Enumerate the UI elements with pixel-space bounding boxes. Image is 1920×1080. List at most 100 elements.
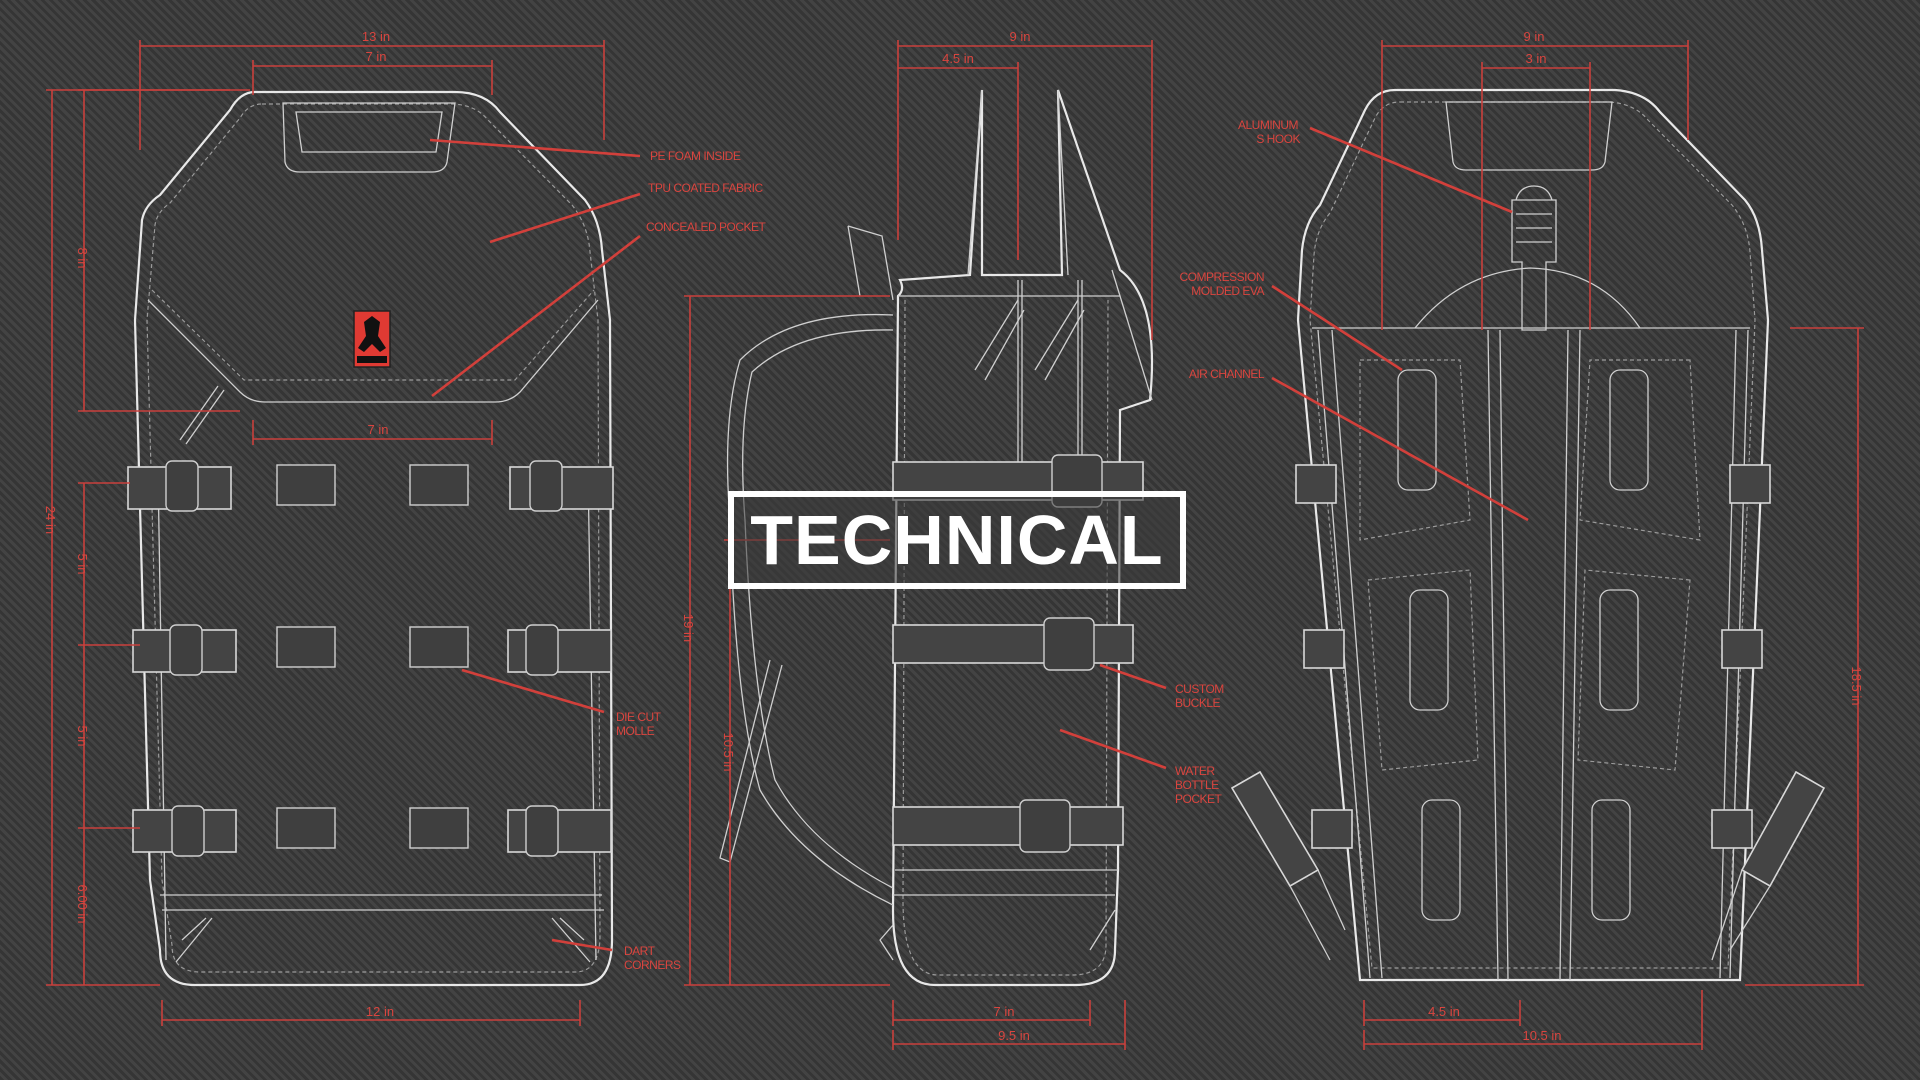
eva-pad xyxy=(1397,369,1437,491)
callout-bottle: BOTTLE xyxy=(1175,778,1219,792)
back-bag-stitching xyxy=(1309,101,1756,969)
page-title: TECHNICAL xyxy=(750,501,1164,579)
callout-air-channel: AIR CHANNEL xyxy=(1189,367,1265,381)
front-buckle-1 xyxy=(165,460,199,512)
side-shoulder-strap xyxy=(726,313,894,906)
front-buckle-5 xyxy=(171,805,205,857)
back-tab xyxy=(1729,464,1771,504)
brand-logo xyxy=(353,310,391,368)
back-strap-webbing xyxy=(1289,869,1771,961)
callout-die-cut: DIE CUT xyxy=(616,710,662,724)
back-callouts: ALUMINUM S HOOK COMPRESSION MOLDED EVA A… xyxy=(1179,118,1529,522)
back-tab xyxy=(1721,629,1763,669)
callout-pe-foam: PE FOAM INSIDE xyxy=(650,149,741,163)
dim-label: 6.00 in xyxy=(75,884,90,923)
front-dimension-labels: 13 in 7 in 7 in 8 in 24 in 5 in 5 in 6.0… xyxy=(43,29,394,1019)
front-zipper-pull xyxy=(179,385,225,445)
molle-loop xyxy=(276,626,336,668)
callout-aluminum: ALUMINUM xyxy=(1238,118,1299,132)
dim-label: 5 in xyxy=(75,726,90,747)
side-shoulder-strap-inner xyxy=(742,329,894,889)
side-strap-tail xyxy=(847,225,894,301)
callout-compression: COMPRESSION xyxy=(1179,270,1264,284)
side-strap-3 xyxy=(892,806,1124,846)
dim-label: 8 in xyxy=(75,248,90,269)
molle-loop xyxy=(409,807,469,849)
side-roll-top-right xyxy=(1057,89,1069,276)
dim-label: 19 in xyxy=(681,614,696,642)
back-dimension-labels: 9 in 3 in 18.5 in 4.5 in 10.5 in xyxy=(1428,29,1864,1043)
side-lower-strap xyxy=(719,659,783,863)
front-dart-left xyxy=(175,917,213,963)
title-box: TECHNICAL xyxy=(728,491,1186,589)
back-strap-arc xyxy=(1414,267,1641,329)
callout-dart: DART xyxy=(624,944,656,958)
front-buckle-2 xyxy=(529,460,563,512)
dim-label: 9 in xyxy=(1010,29,1031,44)
molle-loop xyxy=(409,626,469,668)
dim-label: 12 in xyxy=(366,1004,394,1019)
dim-label: 7 in xyxy=(368,422,389,437)
back-bag-outline xyxy=(1296,88,1770,982)
dim-label: 7 in xyxy=(366,49,387,64)
eva-channel xyxy=(1577,569,1691,771)
back-strap-right xyxy=(1740,770,1826,888)
front-straps xyxy=(127,460,614,857)
eva-pad xyxy=(1591,799,1631,921)
side-buckle-3 xyxy=(1019,799,1071,853)
side-dimension-labels: 9 in 4.5 in 19 in 10.5 in 7 in 9.5 in xyxy=(681,29,1030,1043)
side-zipper-2 xyxy=(1077,280,1083,470)
front-handle xyxy=(282,102,456,173)
front-buckle-6 xyxy=(525,805,559,857)
back-s-hook xyxy=(1511,199,1557,331)
eva-pad xyxy=(1409,589,1449,711)
side-roll-top-left xyxy=(967,89,983,276)
front-side-seam-right xyxy=(587,469,597,961)
front-view-backpack xyxy=(127,90,614,987)
eva-pad xyxy=(1599,589,1639,711)
side-stitching xyxy=(902,299,1109,976)
dim-label: 9 in xyxy=(1524,29,1545,44)
dim-label: 4.5 in xyxy=(942,51,974,66)
front-callouts: PE FOAM INSIDE TPU COATED FABRIC CONCEAL… xyxy=(429,138,767,972)
dim-label: 3 in xyxy=(1526,51,1547,66)
back-tab xyxy=(1311,809,1353,849)
side-view-backpack xyxy=(719,89,1154,987)
side-bag-outline xyxy=(891,89,1154,987)
front-buckle-3 xyxy=(169,624,203,676)
eva-channel xyxy=(1579,359,1701,541)
front-handle-inner xyxy=(295,111,443,153)
side-buckle-2 xyxy=(1043,617,1095,671)
back-center-rail-left xyxy=(1487,329,1509,981)
front-pocket-stitch xyxy=(151,289,595,381)
side-bottom-dart xyxy=(879,909,1116,961)
side-bottle-pocket xyxy=(893,869,1118,896)
front-bag-outline xyxy=(133,90,614,987)
callout-pocket: POCKET xyxy=(1175,792,1223,806)
side-strap-2 xyxy=(892,624,1134,664)
front-molle-loops xyxy=(276,464,469,849)
callout-custom: CUSTOM xyxy=(1175,682,1224,696)
dim-label: 13 in xyxy=(362,29,390,44)
callout-tpu-fabric: TPU COATED FABRIC xyxy=(648,181,763,195)
dim-label: 9.5 in xyxy=(998,1028,1030,1043)
front-strap-bot-right xyxy=(507,809,612,853)
molle-loop xyxy=(409,464,469,506)
back-s-hook-loop xyxy=(1515,185,1553,201)
dim-label: 4.5 in xyxy=(1428,1004,1460,1019)
front-pocket-panel xyxy=(147,299,599,403)
dim-label: 24 in xyxy=(43,506,58,534)
eva-channel xyxy=(1367,569,1479,771)
side-top-seam xyxy=(898,269,1153,401)
eva-pad xyxy=(1609,369,1649,491)
back-tab xyxy=(1711,809,1753,849)
side-zipper-1 xyxy=(1017,280,1023,470)
back-dimension-lines xyxy=(1363,40,1864,1050)
molle-loop xyxy=(276,464,336,506)
back-center-rail-right xyxy=(1559,329,1581,981)
eva-channel xyxy=(1359,359,1471,541)
front-side-seam-left xyxy=(157,469,167,961)
dim-label: 10.5 in xyxy=(1522,1028,1561,1043)
callout-concealed-pocket: CONCEALED POCKET xyxy=(646,220,767,234)
